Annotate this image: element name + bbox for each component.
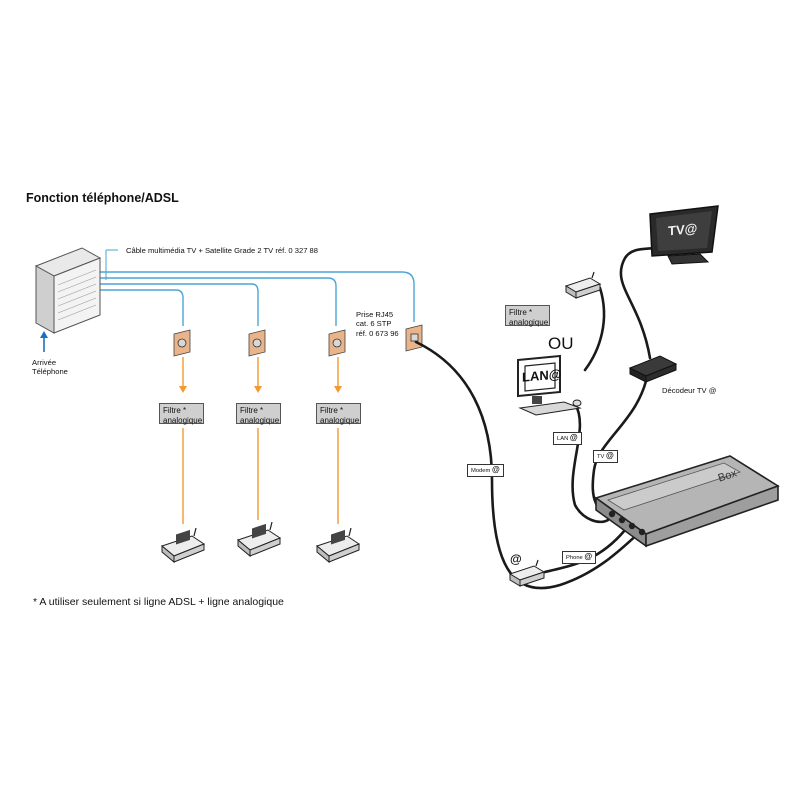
wall-outlet-1 bbox=[173, 329, 191, 357]
phone-top bbox=[564, 271, 602, 299]
rj45-line-2: cat. 6 STP bbox=[356, 319, 392, 329]
phone-tag: Phone @ bbox=[562, 551, 597, 564]
box-device bbox=[594, 455, 780, 548]
phone-2 bbox=[236, 521, 282, 558]
wall-outlet-3 bbox=[328, 329, 346, 357]
modem-cable bbox=[414, 340, 642, 590]
phone-3 bbox=[315, 527, 361, 564]
orange-arrows bbox=[179, 386, 342, 393]
lan-tag-text: LAN bbox=[557, 436, 569, 442]
rj45-line-3: réf. 0 673 96 bbox=[356, 328, 399, 338]
filter-box-2: Filtre * analogique bbox=[236, 403, 281, 425]
arrival-line-2: Téléphone bbox=[32, 367, 68, 377]
tv-tag-at: @ bbox=[606, 451, 614, 460]
rj45-outlet bbox=[405, 324, 423, 352]
modem-tag-text: Modem bbox=[471, 468, 491, 474]
filter-phone-cable bbox=[583, 286, 606, 372]
modem-tag-at: @ bbox=[491, 465, 500, 474]
filter-box-top: Filtre * analogique bbox=[505, 305, 550, 327]
tv bbox=[649, 205, 719, 265]
tv-tag: TV @ bbox=[593, 450, 618, 463]
tv-tag-text: TV bbox=[597, 454, 605, 460]
ou-label: OU bbox=[548, 334, 574, 353]
phone-ip bbox=[508, 559, 546, 587]
arrival-label: Arrivée Téléphone bbox=[32, 358, 68, 377]
modem-tag: Modem @ bbox=[467, 464, 504, 477]
filter-2-line-2: analogique bbox=[240, 415, 280, 425]
orange-cords bbox=[182, 357, 339, 524]
decoder bbox=[628, 355, 678, 383]
lan-cable bbox=[571, 402, 610, 524]
rj45-label: Prise RJ45 cat. 6 STP réf. 0 673 96 bbox=[356, 310, 399, 338]
cable-to-outlet-1 bbox=[100, 289, 184, 326]
blue-cables bbox=[100, 271, 415, 326]
phone-ip-at-label: @ bbox=[510, 552, 522, 566]
footnote: * A utiliser seulement si ligne ADSL + l… bbox=[33, 596, 284, 608]
phone-tag-at: @ bbox=[584, 552, 593, 561]
tv-screen-label: TV@ bbox=[668, 220, 698, 239]
filter-1-line-2: analogique bbox=[163, 415, 203, 425]
distribution-panel bbox=[34, 247, 102, 334]
filter-3-line-1: Filtre * bbox=[320, 406, 344, 415]
computer bbox=[517, 354, 582, 416]
filter-3-line-2: analogique bbox=[320, 415, 360, 425]
lan-tag-at: @ bbox=[569, 433, 578, 442]
cable-to-rj45 bbox=[100, 271, 415, 322]
diagram-title: Fonction téléphone/ADSL bbox=[26, 191, 179, 205]
filter-top-line-1: Filtre * bbox=[509, 308, 533, 317]
filter-box-3: Filtre * analogique bbox=[316, 403, 361, 425]
filter-box-1: Filtre * analogique bbox=[159, 403, 204, 425]
wall-outlet-2 bbox=[248, 329, 266, 357]
decoder-label: Décodeur TV @ bbox=[662, 386, 717, 395]
tv-decoder-cable bbox=[619, 238, 672, 360]
rj45-line-1: Prise RJ45 bbox=[356, 310, 394, 319]
lan-tag: LAN @ bbox=[553, 432, 582, 445]
cable-to-outlet-3 bbox=[100, 277, 337, 326]
filter-2-line-1: Filtre * bbox=[240, 406, 264, 415]
arrival-line-1: Arrivée bbox=[32, 358, 57, 367]
arrival-arrow bbox=[40, 331, 48, 352]
filter-1-line-1: Filtre * bbox=[163, 406, 187, 415]
phone-1 bbox=[160, 527, 206, 564]
cable-label-leader bbox=[105, 249, 118, 280]
cable-to-outlet-2 bbox=[100, 283, 259, 326]
cable-label: Câble multimédia TV + Satellite Grade 2 … bbox=[126, 246, 318, 255]
filter-top-line-2: analogique bbox=[509, 317, 549, 327]
phone-tag-text: Phone bbox=[566, 555, 583, 561]
